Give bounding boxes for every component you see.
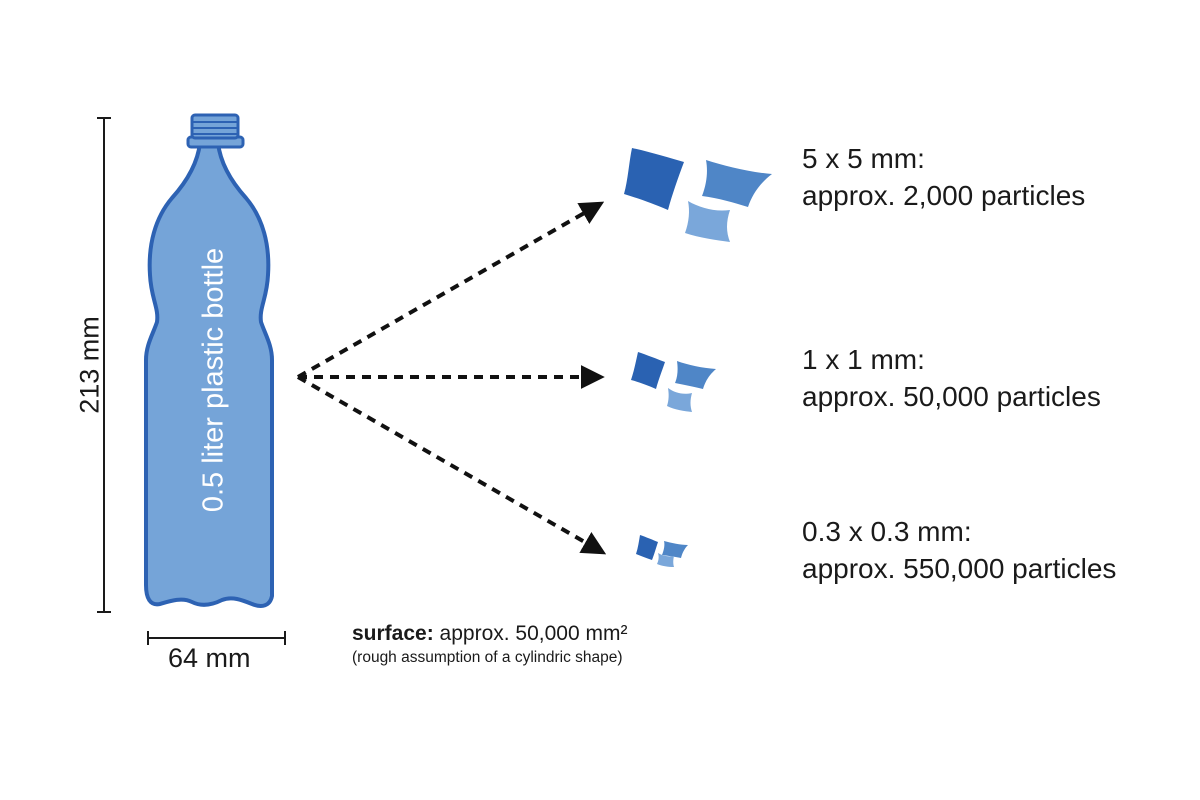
small-fragments-icon	[636, 535, 688, 567]
surface-note: (rough assumption of a cylindric shape)	[352, 649, 623, 666]
fragment-count-label: approx. 550,000 particles	[802, 553, 1117, 584]
surface-info: surface: approx. 50,000 mm² (rough assum…	[352, 622, 627, 667]
fragment-count-label: approx. 2,000 particles	[802, 180, 1086, 211]
fragment-size-label: 0.3 x 0.3 mm:	[802, 516, 972, 547]
fragment-size-row: 5 x 5 mm: approx. 2,000 particles	[802, 140, 1085, 214]
arrow-to-large-fragments	[297, 201, 605, 379]
fragment-size-label: 5 x 5 mm:	[802, 143, 925, 174]
fragment-size-row: 1 x 1 mm: approx. 50,000 particles	[802, 341, 1101, 415]
fragment-count-label: approx. 50,000 particles	[802, 381, 1101, 412]
arrow-to-small-fragments	[297, 375, 607, 555]
plastic-bottle-icon	[144, 113, 274, 608]
bottle-height-label: 213 mm	[74, 316, 105, 414]
fragment-arrows	[297, 201, 607, 555]
height-dimension	[97, 117, 111, 613]
width-dimension	[147, 631, 286, 645]
large-fragments-icon	[624, 148, 772, 242]
surface-value: approx. 50,000 mm²	[439, 622, 628, 645]
medium-fragments-icon	[631, 352, 716, 412]
surface-title: surface:	[352, 622, 434, 645]
bottle-volume-label: 0.5 liter plastic bottle	[197, 247, 230, 513]
bottle-width-label: 64 mm	[168, 643, 251, 673]
fragment-size-label: 1 x 1 mm:	[802, 344, 925, 375]
fragment-size-row: 0.3 x 0.3 mm: approx. 550,000 particles	[802, 513, 1116, 587]
